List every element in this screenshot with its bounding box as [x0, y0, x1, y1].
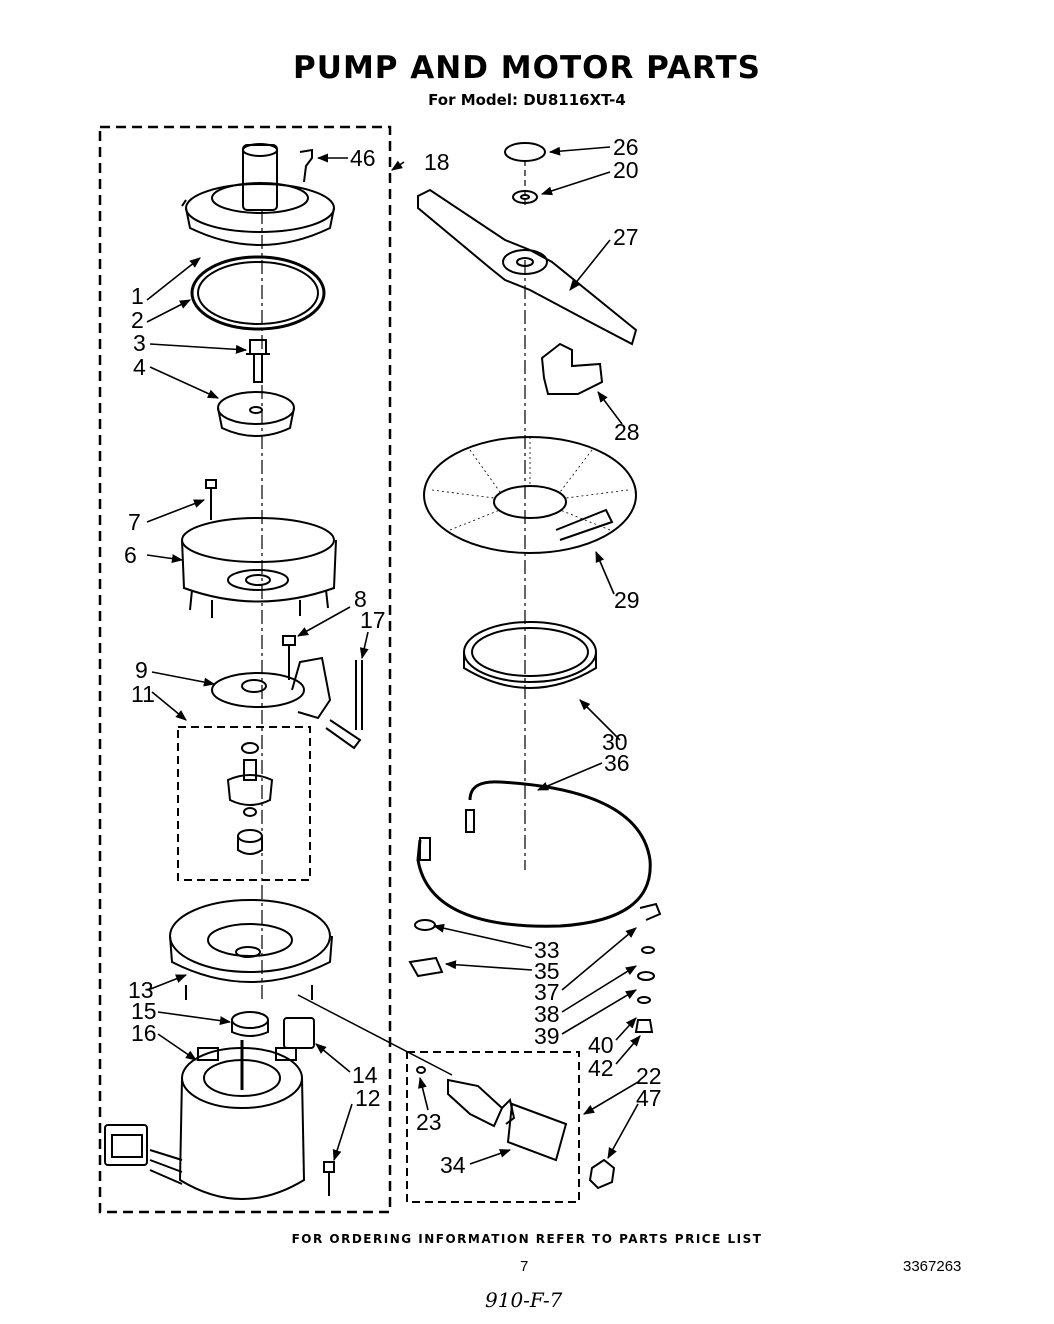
callout-8: 8 — [354, 586, 367, 612]
part-4-impeller-cap — [217, 391, 295, 437]
callout-42: 42 — [588, 1055, 614, 1081]
pump-assembly-dashed-box — [98, 125, 392, 1214]
part-33-washer — [414, 919, 436, 931]
part-16-motor — [104, 1040, 306, 1200]
callout-6: 6 — [124, 542, 137, 568]
page-title: PUMP AND MOTOR PARTS — [293, 50, 761, 86]
callout-9: 9 — [135, 657, 148, 683]
callout-26: 26 — [613, 134, 639, 160]
callout-28: 28 — [614, 419, 640, 445]
callout-2: 2 — [131, 307, 144, 333]
part-35-bracket — [408, 956, 444, 978]
part-7-screw — [205, 479, 217, 520]
part-6-pump-body — [181, 517, 337, 618]
part-12-screw — [323, 1161, 335, 1196]
motor-bearing-dashed-box — [177, 726, 311, 881]
switch-group-dashed-box — [406, 1051, 580, 1203]
callout-13: 13 — [128, 977, 154, 1003]
callout-12: 12 — [355, 1085, 381, 1111]
part-27-spray-arm — [417, 188, 638, 346]
callout-34: 34 — [440, 1152, 466, 1178]
handwritten-note: 910-F-7 — [485, 1288, 563, 1312]
callout-14: 14 — [352, 1062, 378, 1088]
part-46-clip — [299, 148, 313, 183]
callout-30: 30 — [602, 729, 628, 755]
callout-4: 4 — [133, 354, 146, 380]
callout-7: 7 — [128, 509, 141, 535]
page-number: 7 — [520, 1258, 529, 1275]
callout-15: 15 — [131, 998, 157, 1024]
callout-46: 46 — [350, 145, 376, 171]
part-36-heater-element — [416, 780, 652, 928]
model-subtitle: For Model: DU8116XT-4 — [428, 91, 626, 109]
callout-33: 33 — [534, 937, 560, 963]
part-1-pump-housing — [181, 143, 335, 246]
part-15-bearing — [231, 1011, 269, 1037]
callout-29: 29 — [614, 587, 640, 613]
part-17-rod — [325, 660, 363, 750]
callout-27: 27 — [613, 224, 639, 250]
part-14-brush — [283, 1017, 315, 1049]
part-34-cover — [506, 1102, 568, 1162]
callout-23: 23 — [416, 1109, 442, 1135]
callout-3: 3 — [133, 330, 146, 356]
part-28-bracket — [540, 342, 604, 395]
part-13-motor-end-bell — [169, 899, 333, 1000]
part-3-bolt — [246, 339, 270, 383]
callout-16: 16 — [131, 1020, 157, 1046]
part-20-nut — [512, 190, 538, 204]
part-9-mounting-plate — [211, 656, 332, 720]
callout-39: 39 — [534, 1023, 560, 1049]
callout-11: 11 — [131, 681, 155, 707]
callout-35: 35 — [534, 958, 560, 984]
document-number: 3367263 — [903, 1258, 962, 1275]
part-47-nut — [588, 1158, 616, 1190]
part-11-seal-assembly — [226, 742, 274, 855]
callout-38: 38 — [534, 1001, 560, 1027]
part-30-ring — [463, 621, 597, 689]
callout-1: 1 — [131, 283, 144, 309]
ordering-footer: FOR ORDERING INFORMATION REFER TO PARTS … — [291, 1232, 763, 1246]
callout-18: 18 — [424, 149, 450, 175]
part-26-washer — [504, 142, 546, 162]
callout-36: 36 — [604, 750, 630, 776]
parts-37-42-stack — [634, 902, 662, 1033]
part-2-seal-ring — [190, 255, 326, 331]
callout-47: 47 — [636, 1085, 662, 1111]
callout-20: 20 — [613, 157, 639, 183]
part-8-screw — [282, 635, 296, 680]
callout-37: 37 — [534, 979, 560, 1005]
callout-22: 22 — [636, 1063, 662, 1089]
callout-40: 40 — [588, 1032, 614, 1058]
part-29-filter-screen — [423, 436, 637, 554]
callout-17: 17 — [360, 607, 386, 633]
